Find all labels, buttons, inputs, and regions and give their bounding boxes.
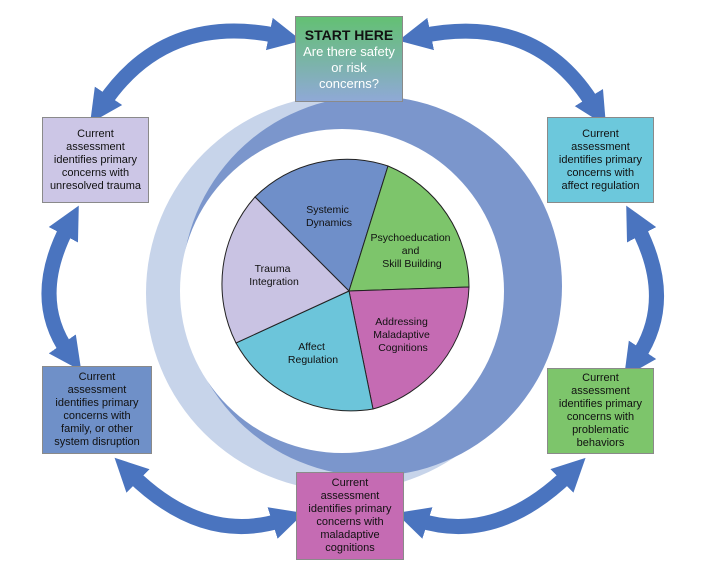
box-line: concerns with — [566, 411, 635, 423]
box-line: assessment — [571, 385, 630, 397]
box-line: concerns with — [61, 166, 130, 179]
start-question-line-2: or risk — [331, 59, 367, 75]
box-line: affect regulation — [561, 179, 640, 192]
box-line: identifies primary — [558, 153, 643, 166]
box-line: system disruption — [54, 436, 140, 448]
arrow-start-to-trauma — [90, 17, 302, 124]
box-line: assessment — [66, 140, 125, 153]
box-line: concerns with — [63, 410, 131, 422]
treatment-pie: Systemic Dynamics Psychoeducation and Sk… — [221, 158, 470, 412]
box-line: identifies primary — [53, 153, 138, 166]
pie-slice-systemic-dynamics — [254, 158, 389, 292]
affect-assessment-box: Current assessment identifies primary co… — [547, 117, 654, 203]
box-line: family, or other — [61, 423, 133, 435]
slice-label-psychoeducation: Psychoeducation and Skill Building — [371, 232, 454, 270]
box-line: concerns with — [566, 166, 635, 179]
box-line: maladaptive — [320, 529, 380, 541]
start-here-title: START HERE — [304, 26, 394, 43]
box-line: assessment — [571, 140, 630, 153]
box-line: identifies primary — [55, 397, 139, 409]
behaviors-assessment-box: Current assessment identifies primary co… — [547, 368, 654, 454]
arrow-affect-to-behaviors — [624, 205, 664, 378]
box-line: Current — [331, 477, 369, 489]
slice-label-trauma-integration: Trauma Integration — [249, 263, 299, 288]
box-line: assessment — [320, 490, 380, 502]
box-line: problematic — [572, 424, 629, 436]
box-line: Current — [582, 127, 619, 140]
arrow-trauma-to-family — [41, 205, 82, 371]
slice-label-systemic-dynamics: Systemic Dynamics — [306, 204, 352, 229]
cycle-arrows — [41, 17, 664, 539]
box-line: concerns with — [316, 516, 384, 528]
arrow-family-to-cognitions — [114, 457, 305, 539]
pie-slice-affect-regulation — [235, 290, 374, 412]
box-line: Current — [77, 127, 114, 140]
pie-slice-psychoeducation — [348, 165, 470, 292]
slice-label-affect-regulation: Affect Regulation — [288, 341, 338, 366]
start-question-line-3: concerns? — [319, 75, 379, 91]
box-line: Current — [582, 372, 619, 384]
box-line: assessment — [67, 384, 127, 396]
box-line: cognitions — [325, 542, 375, 554]
box-line: behaviors — [576, 437, 625, 449]
start-here-box: START HERE Are there safety or risk conc… — [295, 16, 403, 102]
pie-slice-maladaptive-cognitions — [348, 286, 470, 410]
box-line: unresolved trauma — [49, 179, 142, 192]
slice-label-maladaptive-cognitions: Addressing Maladaptive Cognitions — [373, 316, 433, 354]
family-assessment-box: Current assessment identifies primary co… — [42, 366, 152, 454]
cognitions-assessment-box: Current assessment identifies primary co… — [296, 472, 404, 560]
box-line: identifies primary — [558, 398, 643, 410]
arrow-start-to-affect — [398, 17, 606, 126]
trauma-assessment-box: Current assessment identifies primary co… — [42, 117, 149, 203]
start-question-line-1: Are there safety — [303, 43, 395, 59]
box-line: identifies primary — [308, 503, 392, 515]
pie-slice-trauma-integration — [221, 196, 350, 344]
arrow-behaviors-to-cognitions — [395, 457, 586, 539]
box-line: Current — [78, 371, 116, 383]
